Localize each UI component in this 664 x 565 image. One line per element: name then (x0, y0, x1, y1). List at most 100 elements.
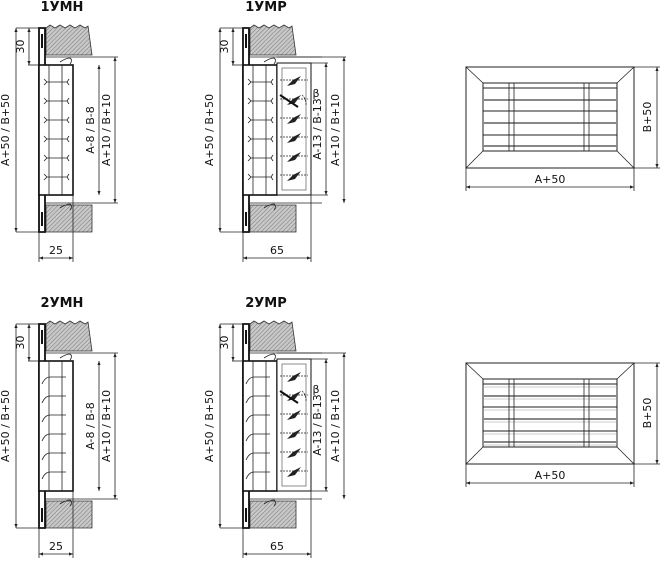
damper-blade (287, 467, 301, 477)
dim-flange-label: 30 (218, 40, 231, 54)
frame-miter (465, 446, 484, 465)
flange-clip (41, 508, 43, 522)
wall-top (249, 320, 297, 352)
damper-blade (287, 76, 301, 86)
front-view: B+50A+50 (465, 66, 660, 191)
dim-overall-label: A+50 / B+50 (203, 94, 216, 166)
wall-bottom (45, 500, 93, 529)
wall-top (45, 320, 93, 352)
dim-flange-label: 30 (14, 336, 27, 350)
damper-blade (287, 410, 301, 420)
wall-bottom (249, 500, 297, 529)
flange-clip (245, 34, 247, 48)
dim-overall-label: A+50 / B+50 (0, 94, 12, 166)
damper-box (276, 62, 312, 196)
blade (41, 376, 66, 385)
dim-overall-label: A+50 / B+50 (203, 390, 216, 462)
damper-blade (287, 429, 301, 439)
dim-depth-label: 25 (49, 540, 63, 553)
dim-inner-label: A-8 / B-8 (84, 402, 97, 449)
dim-depth-label: 65 (270, 540, 284, 553)
front-view: B+50A+50 (465, 362, 660, 487)
dim-inner-label: A-13 / B-13 (311, 394, 324, 455)
blade (247, 173, 274, 181)
blade (43, 135, 70, 143)
blade (43, 173, 70, 181)
flange-clip (245, 212, 247, 226)
frame-miter (616, 150, 635, 169)
wall-bottom (45, 204, 93, 233)
blade (247, 135, 274, 143)
frame-miter (616, 66, 635, 84)
damper-box (276, 358, 312, 492)
blade (41, 452, 66, 461)
dim-width-label: A+50 (535, 173, 566, 186)
dim-opening-label: A+10 / B+10 (329, 94, 342, 166)
flange-clip (245, 330, 247, 344)
blade (245, 395, 270, 404)
grille-body (38, 64, 74, 196)
dim-opening-label: A+10 / B+10 (329, 390, 342, 462)
blade (43, 116, 70, 124)
angle-arc (301, 390, 307, 402)
blade (43, 78, 70, 86)
blade (41, 471, 66, 480)
spring-clip (249, 202, 277, 211)
frame-miter (616, 446, 635, 465)
dim-height-label: B+50 (641, 398, 654, 429)
frame-miter (465, 362, 484, 380)
dim-depth-label: 25 (49, 244, 63, 257)
wall-bottom (249, 204, 297, 233)
angle-beta-label: β (312, 383, 319, 396)
damper-blade (287, 133, 301, 143)
flange-clip (41, 34, 43, 48)
dim-overall-label: A+50 / B+50 (0, 390, 12, 462)
blade (247, 78, 274, 86)
grille-body (242, 64, 278, 196)
damper-blade-open (279, 390, 299, 404)
blade (41, 414, 66, 423)
blade (245, 452, 270, 461)
wall-top (45, 24, 93, 56)
frame-miter (465, 66, 484, 84)
dim-opening-label: A+10 / B+10 (100, 390, 113, 462)
spring-clip (45, 352, 73, 361)
frame-miter (616, 362, 635, 380)
damper-blade (287, 372, 301, 382)
wall-top (249, 24, 297, 56)
flange-clip (41, 330, 43, 344)
inner-opening (482, 82, 618, 152)
blade (41, 395, 66, 404)
dim-inner-label: A-13 / B-13 (311, 98, 324, 159)
flange-clip (41, 212, 43, 226)
section-view-1umr: 1УМР βA+50 / B+50 30A-13 / B-13 A+10 / B+10… (203, 0, 346, 262)
angle-arc (301, 94, 307, 106)
flange-clip (245, 508, 247, 522)
dim-depth-label: 65 (270, 244, 284, 257)
section-title: 2УМР (245, 296, 287, 311)
damper-blade-open (279, 94, 299, 108)
angle-beta-label: β (312, 87, 319, 100)
damper-blade (287, 171, 301, 181)
blade (247, 116, 274, 124)
damper-blade (287, 152, 301, 162)
blade (43, 97, 70, 105)
grille-body (38, 360, 74, 492)
blade (245, 414, 270, 423)
blade (245, 433, 270, 442)
dim-width-label: A+50 (535, 469, 566, 482)
damper-inner (281, 363, 307, 487)
damper-inner (281, 67, 307, 191)
blade (247, 154, 274, 162)
blade (247, 97, 274, 105)
damper-blade (287, 114, 301, 124)
dim-opening-label: A+10 / B+10 (100, 94, 113, 166)
blade (41, 433, 66, 442)
grille-body (242, 360, 278, 492)
spring-clip (249, 352, 277, 361)
dim-height-label: B+50 (641, 102, 654, 133)
section-title: 1УМР (245, 0, 287, 15)
